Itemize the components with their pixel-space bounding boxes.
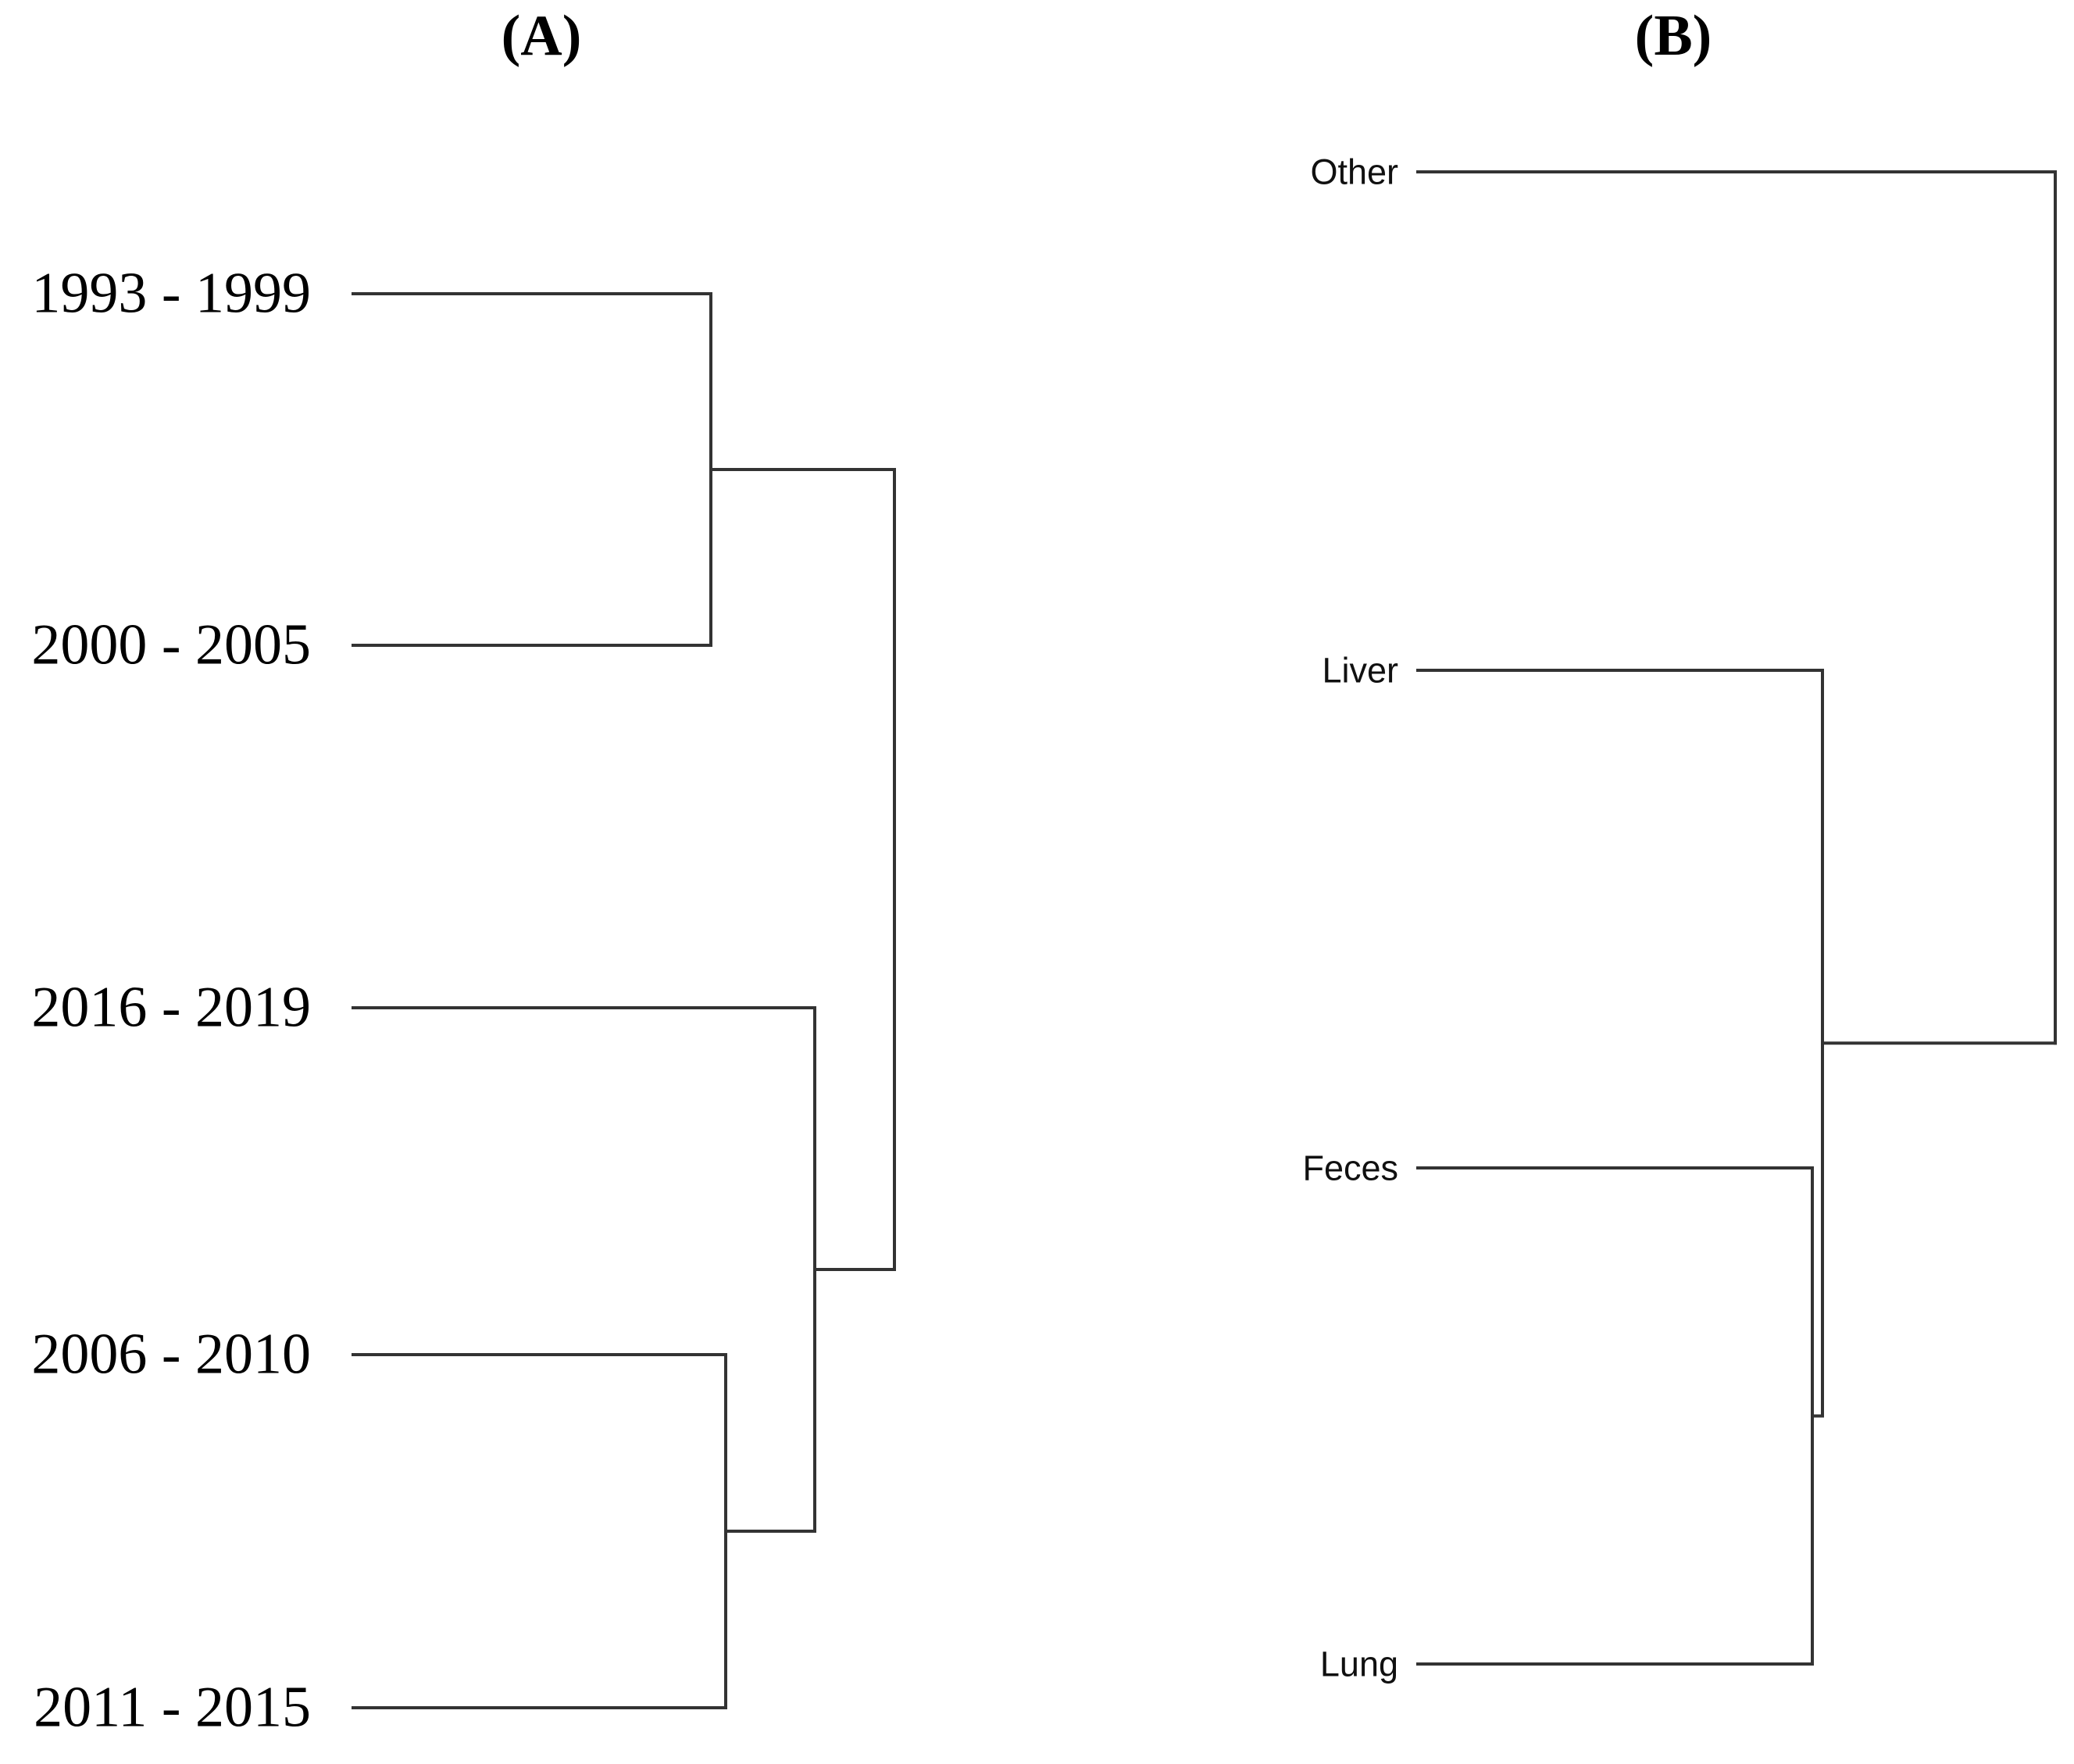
- panel-a-title: (A): [501, 4, 582, 68]
- panel-a-tree: [352, 292, 896, 1709]
- leaf-label-1993-1999: 1993 - 1999: [31, 261, 311, 326]
- panel-b-tree: [1416, 170, 2057, 1666]
- leaf-label-other: Other: [1310, 152, 1398, 192]
- leaf-label-feces: Feces: [1302, 1148, 1398, 1188]
- leaf-label-2011-2015: 2011 - 2015: [34, 1675, 311, 1740]
- panel-b-title: (B): [1634, 4, 1712, 68]
- leaf-label-2006-2010: 2006 - 2010: [31, 1322, 311, 1387]
- leaf-label-lung: Lung: [1319, 1644, 1398, 1684]
- leaf-label-2000-2005: 2000 - 2005: [31, 612, 311, 677]
- leaf-label-2016-2019: 2016 - 2019: [31, 975, 311, 1040]
- leaf-label-liver: Liver: [1322, 650, 1398, 691]
